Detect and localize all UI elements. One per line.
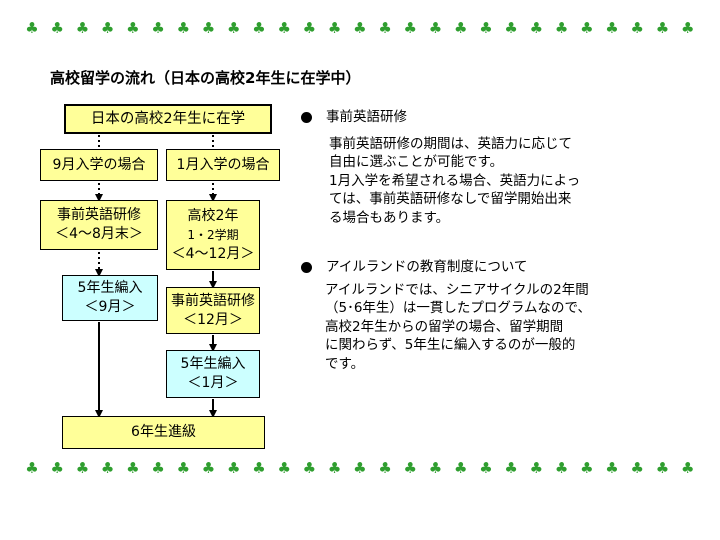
september-route-box: 9月入学の場合 bbox=[40, 149, 158, 181]
clover-icon: ♣ bbox=[353, 19, 367, 37]
clover-icon: ♣ bbox=[277, 19, 291, 37]
pre-training-january-line1: 事前英語研修 bbox=[171, 292, 255, 309]
clover-icon: ♣ bbox=[529, 459, 544, 477]
clover-icon: ♣ bbox=[327, 19, 342, 37]
note-education-system: アイルランドの教育制度について アイルランドでは、シニアサイクルの2年間 （5･… bbox=[301, 258, 591, 373]
clover-icon: ♣ bbox=[227, 459, 241, 477]
clover-border-bottom: ♣ ♣ ♣ ♣ ♣ ♣ ♣ ♣ ♣ ♣ ♣ ♣ ♣ ♣ ♣ ♣ ♣ ♣ ♣ ♣ ♣ ♣ ♣ ♣ ♣ ♣ ♣ bbox=[22, 458, 698, 478]
clover-icon: ♣ bbox=[176, 19, 191, 37]
clover-icon: ♣ bbox=[50, 19, 64, 37]
clover-icon: ♣ bbox=[630, 19, 644, 37]
clover-icon: ♣ bbox=[201, 459, 216, 477]
note-education-system-heading: アイルランドの教育制度について bbox=[301, 258, 591, 277]
pre-training-september-line1: 事前英語研修 bbox=[57, 207, 141, 223]
clover-icon: ♣ bbox=[126, 19, 140, 37]
clover-icon: ♣ bbox=[50, 459, 64, 477]
note-education-system-body: アイルランドでは、シニアサイクルの2年間 （5･6年生）は一貫したプログラムなの… bbox=[325, 281, 591, 372]
high-school-line2: 1・2学期 bbox=[187, 227, 239, 242]
clover-icon: ♣ bbox=[655, 19, 670, 37]
clover-icon: ♣ bbox=[176, 459, 191, 477]
clover-icon: ♣ bbox=[25, 459, 39, 477]
note-pre-training-heading: 事前英語研修 bbox=[301, 108, 580, 127]
enrollment-january-line1: 5年生編入 bbox=[180, 356, 246, 372]
clover-icon: ♣ bbox=[378, 459, 392, 477]
clover-icon: ♣ bbox=[252, 459, 266, 477]
clover-icon: ♣ bbox=[680, 19, 695, 37]
clover-icon: ♣ bbox=[227, 19, 241, 37]
pre-training-september-line2: ＜4～8月末＞ bbox=[55, 226, 143, 242]
bullet-icon bbox=[301, 261, 312, 273]
clover-border-top: ♣ ♣ ♣ ♣ ♣ ♣ ♣ ♣ ♣ ♣ ♣ ♣ ♣ ♣ ♣ ♣ ♣ ♣ ♣ ♣ ♣ ♣ ♣ ♣ ♣ ♣ ♣ bbox=[22, 18, 698, 38]
clover-icon: ♣ bbox=[605, 19, 619, 37]
clover-icon: ♣ bbox=[126, 459, 140, 477]
clover-icon: ♣ bbox=[428, 19, 443, 37]
clover-icon: ♣ bbox=[554, 19, 569, 37]
grade6-label: 6年生進級 bbox=[131, 424, 196, 440]
clover-icon: ♣ bbox=[252, 19, 266, 37]
clover-icon: ♣ bbox=[580, 459, 594, 477]
high-school-line1: 高校2年 bbox=[187, 207, 239, 224]
enrollment-january-box: 5年生編入 ＜1月＞ bbox=[166, 350, 260, 398]
clover-icon: ♣ bbox=[529, 19, 544, 37]
pre-training-september-box: 事前英語研修 ＜4～8月末＞ bbox=[40, 200, 158, 250]
grade6-box: 6年生進級 bbox=[62, 416, 265, 449]
clover-icon: ♣ bbox=[504, 459, 518, 477]
clover-icon: ♣ bbox=[453, 459, 468, 477]
clover-icon: ♣ bbox=[151, 459, 165, 477]
note-pre-training-title: 事前英語研修 bbox=[326, 109, 407, 125]
note-education-system-title: アイルランドの教育制度について bbox=[326, 259, 528, 275]
clover-icon: ♣ bbox=[554, 459, 569, 477]
page-title: 高校留学の流れ（日本の高校2年生に在学中） bbox=[50, 69, 361, 87]
clover-icon: ♣ bbox=[655, 459, 670, 477]
bullet-icon bbox=[301, 111, 312, 123]
start-label: 日本の高校2年生に在学 bbox=[90, 110, 246, 127]
september-route-label: 9月入学の場合 bbox=[52, 156, 146, 173]
clover-icon: ♣ bbox=[327, 459, 342, 477]
clover-icon: ♣ bbox=[479, 459, 493, 477]
high-school-line3: ＜4～12月＞ bbox=[171, 245, 255, 262]
clover-icon: ♣ bbox=[75, 19, 90, 37]
clover-icon: ♣ bbox=[151, 19, 165, 37]
clover-icon: ♣ bbox=[403, 459, 417, 477]
clover-icon: ♣ bbox=[680, 459, 695, 477]
clover-icon: ♣ bbox=[353, 459, 367, 477]
clover-icon: ♣ bbox=[75, 459, 90, 477]
clover-icon: ♣ bbox=[100, 459, 115, 477]
note-pre-training: 事前英語研修 事前英語研修の期間は、英語力に応じて 自由に選ぶことが可能です。 … bbox=[301, 108, 580, 227]
clover-icon: ♣ bbox=[302, 459, 317, 477]
clover-icon: ♣ bbox=[428, 459, 443, 477]
start-box: 日本の高校2年生に在学 bbox=[64, 104, 272, 134]
clover-icon: ♣ bbox=[378, 19, 392, 37]
pre-training-january-line2: ＜12月＞ bbox=[183, 311, 243, 328]
clover-icon: ♣ bbox=[277, 459, 291, 477]
clover-icon: ♣ bbox=[605, 459, 619, 477]
clover-icon: ♣ bbox=[100, 19, 115, 37]
clover-icon: ♣ bbox=[25, 19, 39, 37]
high-school-box: 高校2年 1・2学期 ＜4～12月＞ bbox=[166, 200, 260, 270]
clover-icon: ♣ bbox=[201, 19, 216, 37]
clover-icon: ♣ bbox=[479, 19, 493, 37]
clover-icon: ♣ bbox=[630, 459, 644, 477]
january-route-box: 1月入学の場合 bbox=[166, 149, 280, 181]
pre-training-january-box: 事前英語研修 ＜12月＞ bbox=[166, 287, 260, 334]
clover-icon: ♣ bbox=[504, 19, 518, 37]
enrollment-september-line1: 5年生編入 bbox=[77, 280, 143, 296]
clover-icon: ♣ bbox=[302, 19, 317, 37]
clover-icon: ♣ bbox=[403, 19, 417, 37]
clover-icon: ♣ bbox=[580, 19, 594, 37]
enrollment-september-line2: ＜9月＞ bbox=[84, 299, 136, 315]
clover-icon: ♣ bbox=[453, 19, 468, 37]
january-route-label: 1月入学の場合 bbox=[176, 156, 270, 173]
note-pre-training-body: 事前英語研修の期間は、英語力に応じて 自由に選ぶことが可能です。 1月入学を希望… bbox=[329, 135, 581, 226]
enrollment-january-line2: ＜1月＞ bbox=[187, 375, 239, 391]
enrollment-september-box: 5年生編入 ＜9月＞ bbox=[62, 275, 158, 321]
